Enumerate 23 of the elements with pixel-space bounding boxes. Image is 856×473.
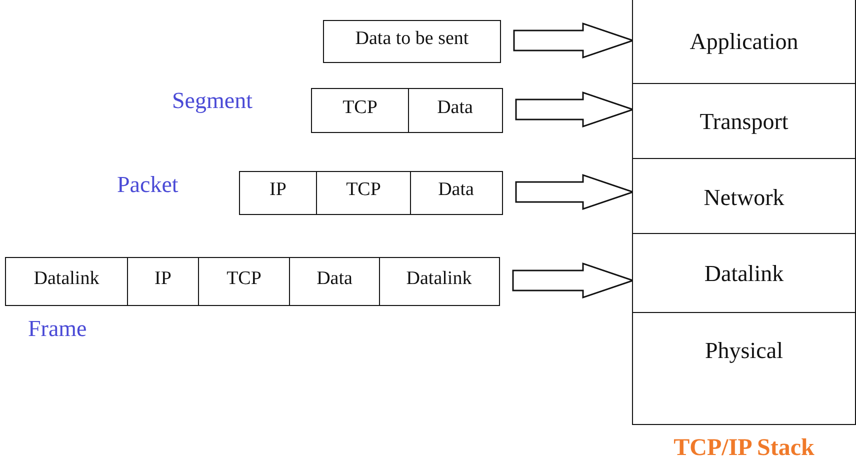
unit-label: Segment (172, 88, 252, 114)
unit-label: Packet (117, 172, 178, 198)
packet-row (239, 171, 503, 215)
header-field: TCP (312, 89, 408, 132)
packet-row (5, 257, 500, 306)
stack-title: TCP/IP Stack (672, 435, 816, 462)
header-field: Data (410, 172, 501, 214)
unit-label: Frame (28, 316, 87, 342)
header-field: TCP (198, 258, 289, 305)
layer-row: Datalink (633, 233, 855, 312)
layer-row: Transport (633, 83, 855, 158)
packet-row (311, 88, 503, 133)
header-field: TCP (316, 172, 410, 214)
header-field: Datalink (6, 258, 127, 305)
data-box: Data to be sent (323, 20, 501, 63)
header-field: Datalink (379, 258, 498, 305)
header-field: Data (289, 258, 379, 305)
header-field: Data (408, 89, 501, 132)
header-field: IP (127, 258, 198, 305)
header-field: IP (240, 172, 316, 214)
layer-row: Application (633, 0, 855, 83)
layer-row: Network (633, 158, 855, 233)
layer-row: Physical (633, 312, 855, 423)
